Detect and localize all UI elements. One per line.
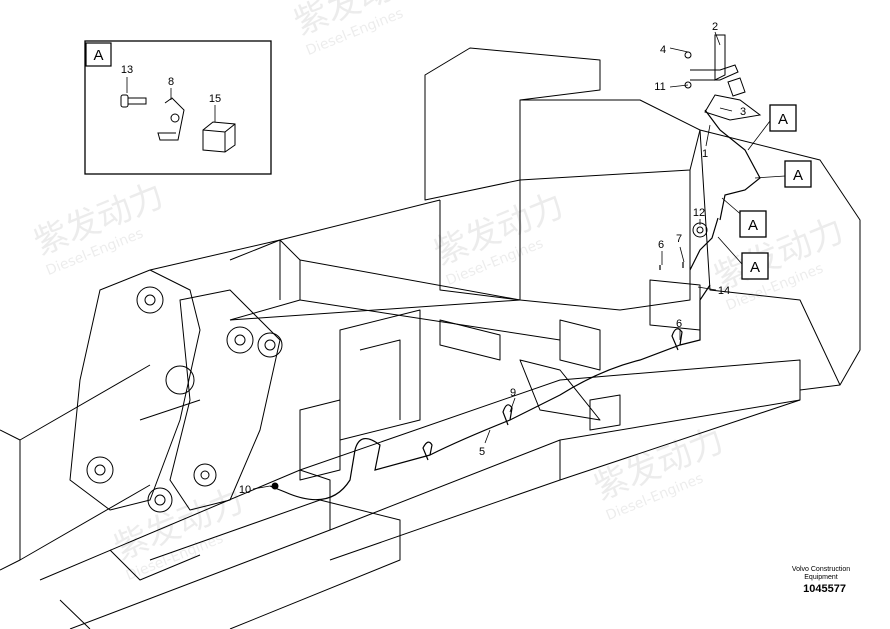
drawing-number: 1045577	[803, 583, 846, 595]
callout-8: 8	[168, 76, 174, 88]
watermark: 紫发动力 Diesel-Engines	[28, 175, 169, 279]
brand-line-2: Equipment	[804, 574, 838, 581]
svg-text:A: A	[778, 111, 788, 128]
watermark: 紫发动力 Diesel-Engines	[588, 420, 729, 524]
watermark: 紫发动力 Diesel-Engines	[288, 0, 429, 59]
clip-8-drawing	[157, 97, 185, 141]
detail-leaders	[126, 77, 216, 122]
callout-2: 2	[712, 21, 718, 33]
detail-view-a: A 13 8 15	[84, 40, 272, 175]
callout-13: 13	[121, 64, 133, 76]
svg-text:A: A	[750, 259, 760, 276]
callout-4: 4	[660, 44, 666, 56]
machine-frame	[0, 47, 861, 629]
callout-5: 5	[479, 446, 485, 458]
callout-11: 11	[654, 81, 665, 93]
footer-brand: Volvo Construction Equipment	[786, 566, 856, 582]
watermark: 紫发动力 Diesel-Engines	[708, 210, 849, 314]
detail-marker-a: A	[769, 104, 797, 132]
callout-14: 14	[718, 285, 730, 297]
detail-marker-a: A	[739, 210, 767, 238]
callout-7: 7	[676, 233, 682, 245]
svg-text:A: A	[748, 217, 758, 234]
block-15-drawing	[202, 121, 236, 153]
callout-15: 15	[209, 93, 221, 105]
svg-text:A: A	[793, 167, 803, 184]
callout-10: 10	[239, 484, 251, 496]
bolt-13-drawing	[120, 94, 147, 108]
brand-line-1: Volvo Construction	[791, 566, 851, 573]
detail-marker-a: A	[741, 252, 769, 280]
detail-marker-a: A	[784, 160, 812, 188]
detail-label: A	[93, 47, 103, 64]
callout-12: 12	[693, 207, 705, 219]
callout-3: 3	[740, 106, 746, 118]
callout-9: 9	[510, 387, 516, 399]
bracket-assembly	[271, 34, 762, 490]
callout-6: 6	[658, 239, 664, 251]
detail-frame	[84, 40, 272, 175]
detail-label-box	[85, 42, 112, 67]
watermark: 紫发动力 Diesel-Engines	[428, 185, 569, 289]
callout-1: 1	[702, 148, 708, 160]
callout-6b: 6	[676, 318, 682, 330]
